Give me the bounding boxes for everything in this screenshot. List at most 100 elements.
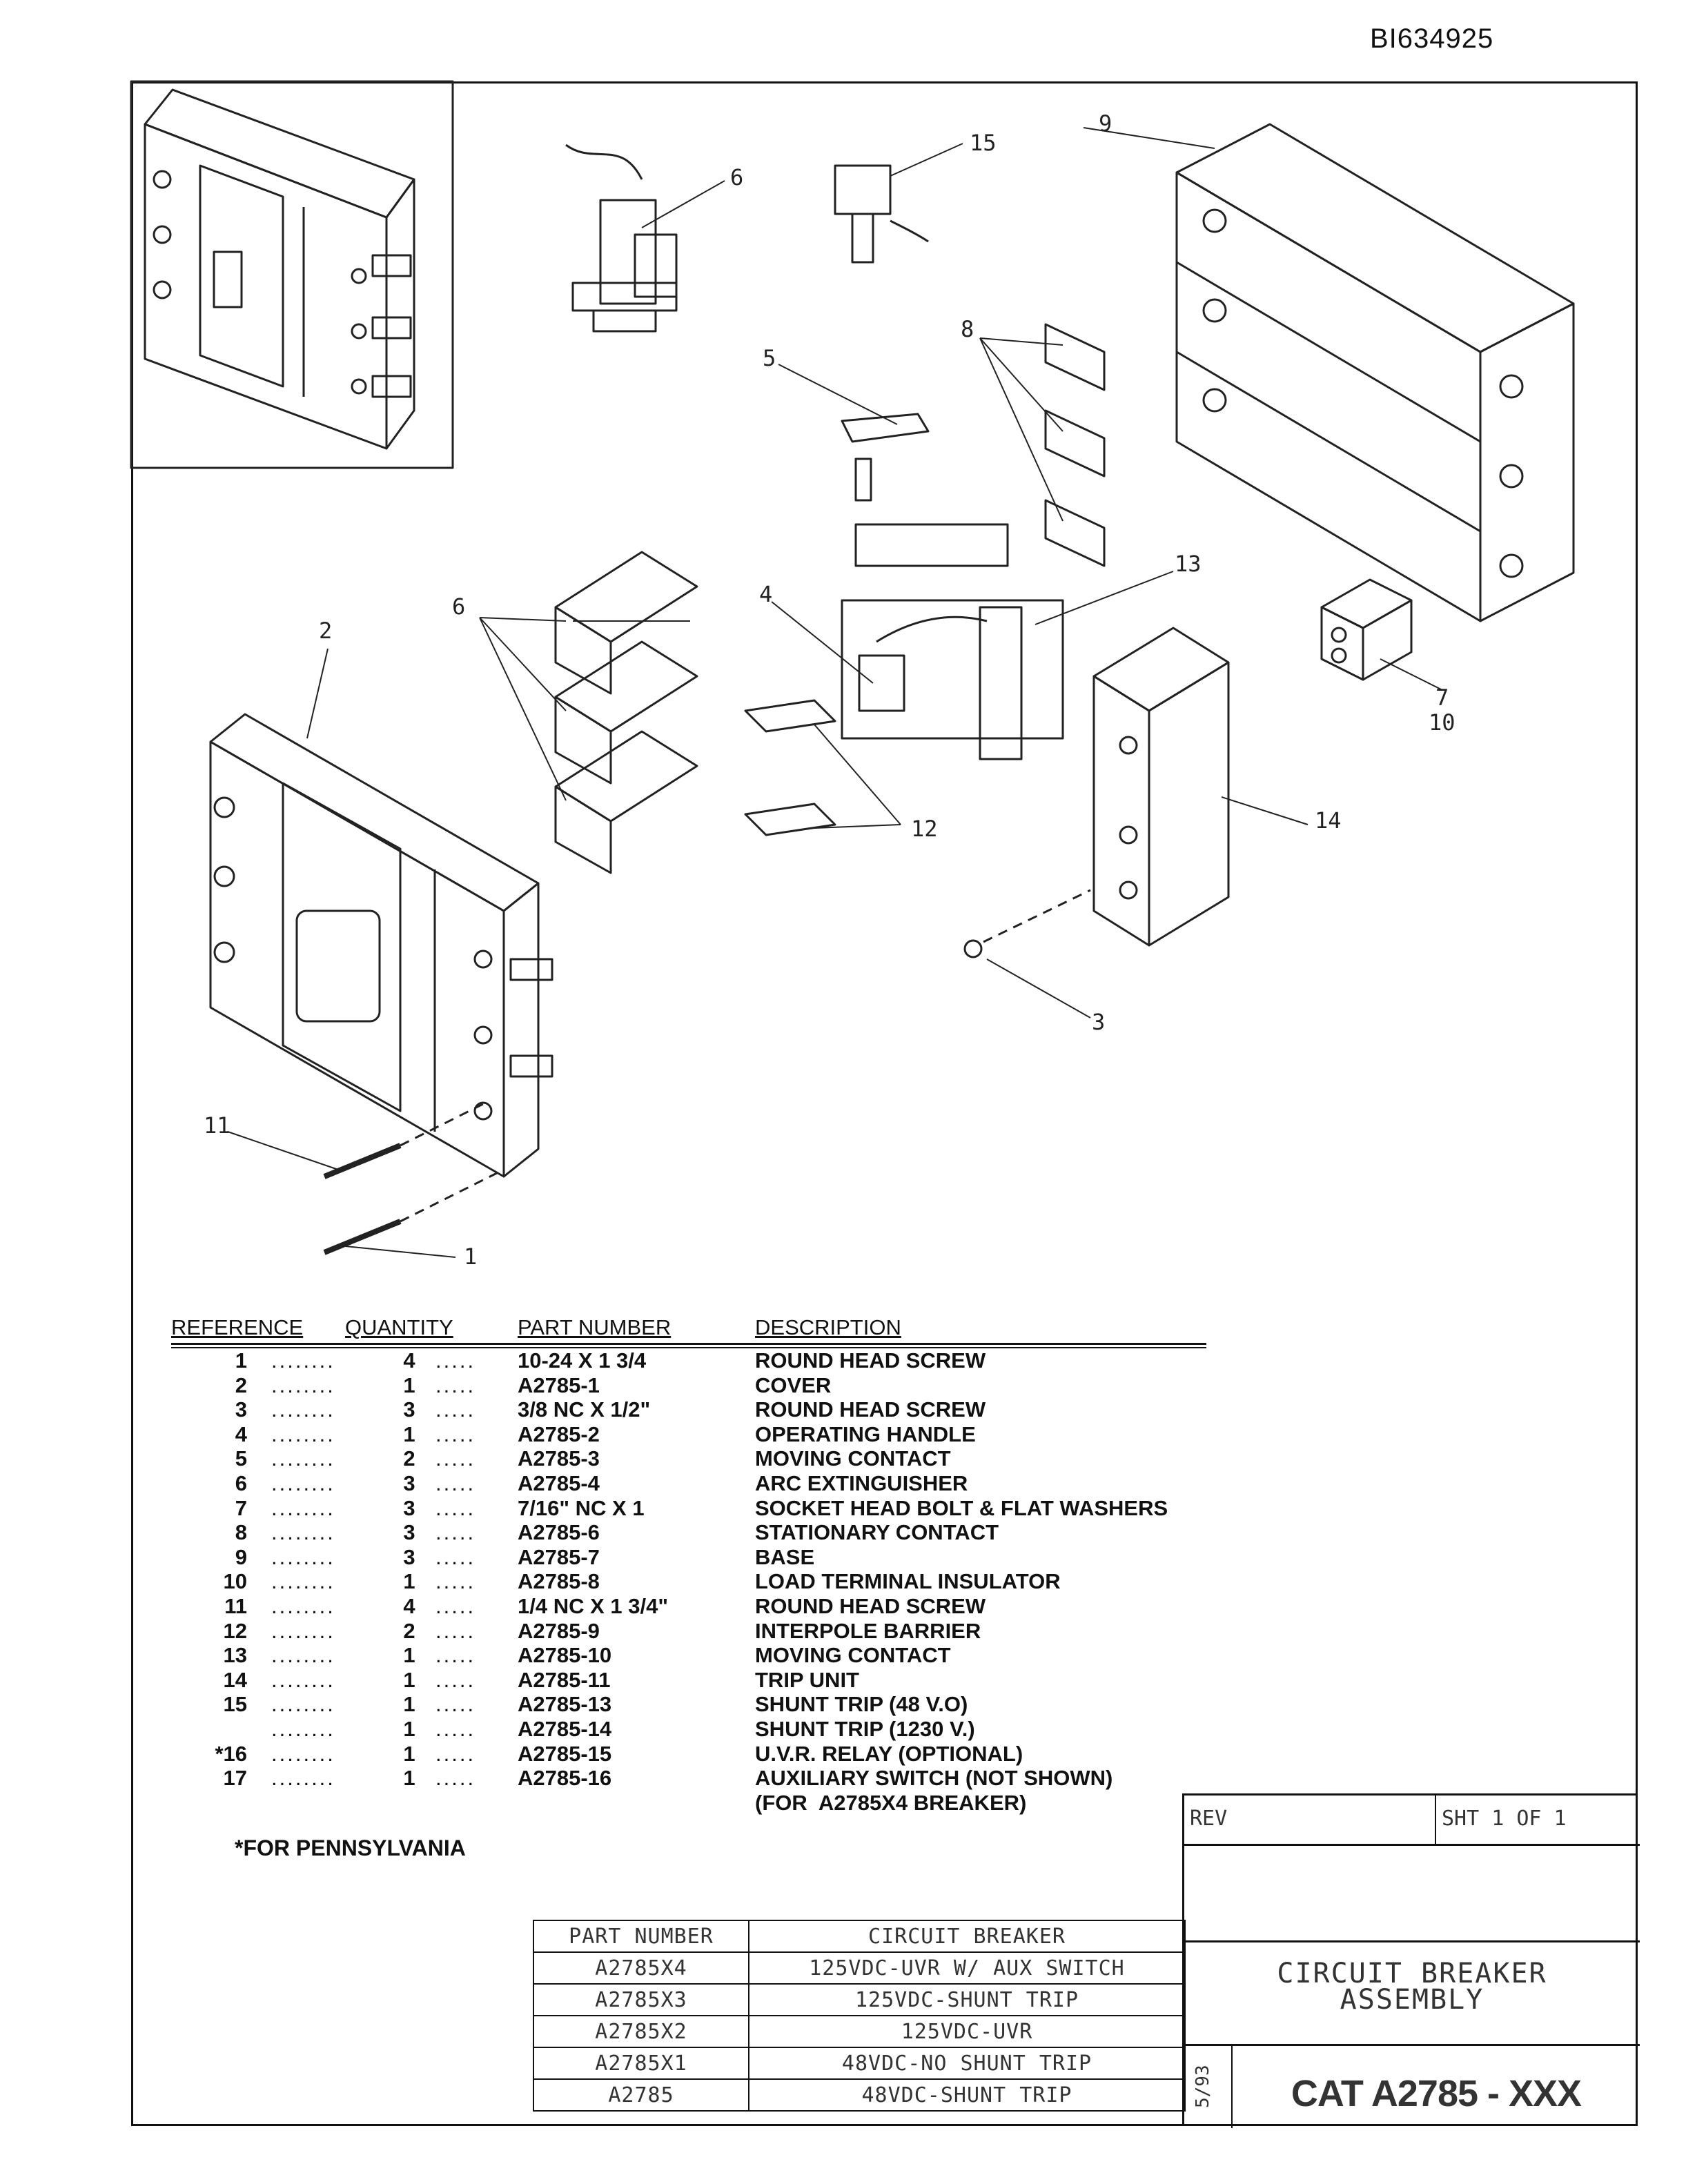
trip-unit-part-14	[1092, 627, 1230, 947]
load-terminal-insulator-part-10	[1320, 578, 1413, 681]
parts-part-number: 7/16" NC X 1	[518, 1495, 645, 1520]
dot-leader: ........	[271, 1716, 335, 1741]
dot-leader: ........	[271, 1544, 335, 1569]
catalog-part-number: A2785X3	[533, 1983, 749, 2016]
parts-ref: 9	[235, 1544, 247, 1569]
dot-leader: ........	[271, 1643, 335, 1668]
parts-ref: 11	[224, 1593, 247, 1618]
parts-ref: 13	[223, 1643, 247, 1668]
parts-ref: 5	[235, 1446, 247, 1471]
dot-leader: ........	[271, 1618, 335, 1643]
parts-part-number: A2785-8	[518, 1569, 600, 1594]
dot-leader: ........	[271, 1741, 335, 1766]
stationary-contacts-part-8	[1044, 323, 1106, 567]
parts-qty: 4	[403, 1593, 415, 1618]
parts-description: ROUND HEAD SCREW	[755, 1593, 986, 1618]
parts-qty: 3	[403, 1495, 415, 1520]
screw-part-3	[963, 889, 1091, 958]
parts-part-number: A2785-13	[518, 1692, 612, 1717]
callout-13: 13	[1175, 551, 1202, 577]
dot-leader: .....	[435, 1593, 476, 1618]
dot-leader: .....	[435, 1618, 476, 1643]
title-block: REV SHT 1 OF 1 CIRCUIT BREAKER ASSEMBLY …	[1182, 1793, 1640, 2128]
arc-extinguishers-part-6	[554, 551, 698, 874]
parts-description: OPERATING HANDLE	[755, 1421, 976, 1446]
callout-15: 15	[970, 130, 997, 156]
drawing-frame	[131, 81, 1638, 2126]
callout-16-label: 6	[730, 164, 743, 190]
parts-ref: 15	[223, 1692, 247, 1717]
parts-qty: 1	[403, 1692, 415, 1717]
callout-4: 4	[759, 581, 772, 607]
parts-description: ROUND HEAD SCREW	[755, 1397, 986, 1422]
catalog-header-circuit-breaker: CIRCUIT BREAKER	[748, 1920, 1186, 1953]
callout-11: 11	[204, 1112, 231, 1139]
parts-description: ROUND HEAD SCREW	[755, 1348, 986, 1373]
dot-leader: .....	[435, 1544, 476, 1569]
dot-leader: ........	[271, 1397, 335, 1422]
dot-leader: ........	[271, 1470, 335, 1495]
parts-ref: 12	[223, 1618, 247, 1643]
dot-leader: .....	[435, 1397, 476, 1422]
parts-description: U.V.R. RELAY (OPTIONAL)	[755, 1741, 1023, 1766]
callout-9: 9	[1099, 110, 1112, 137]
dot-leader: .....	[435, 1741, 476, 1766]
parts-ref: *16	[215, 1741, 247, 1766]
catalog-description: 125VDC-SHUNT TRIP	[748, 1983, 1186, 2016]
parts-part-number: A2785-7	[518, 1544, 600, 1569]
parts-part-number: A2785-2	[518, 1421, 600, 1446]
parts-part-number: A2785-16	[518, 1766, 612, 1791]
parts-ref: 1	[235, 1348, 247, 1373]
parts-part-number: 10-24 X 1 3/4	[518, 1348, 647, 1373]
dot-leader: ........	[271, 1692, 335, 1717]
sheet-cell: SHT 1 OF 1	[1436, 1796, 1640, 1846]
screw-part-1	[323, 1172, 498, 1255]
parts-list-row: 7 3 7/16" NC X 1 SOCKET HEAD BOLT & FLAT WA…	[171, 1496, 1206, 1521]
callout-8: 8	[961, 316, 974, 342]
parts-description: MOVING CONTACT	[755, 1643, 951, 1668]
callout-14: 14	[1315, 807, 1342, 834]
title-line-2: ASSEMBLY	[1340, 1984, 1484, 2016]
catalog-part-number: A2785X4	[533, 1951, 749, 1985]
parts-ref: 7	[235, 1495, 247, 1520]
parts-description: SOCKET HEAD BOLT & FLAT WASHERS	[755, 1495, 1168, 1520]
dot-leader: .....	[435, 1373, 476, 1397]
parts-part-number: A2785-15	[518, 1741, 612, 1766]
catalog-description: 125VDC-UVR	[748, 2015, 1186, 2048]
dot-leader: ........	[271, 1520, 335, 1545]
parts-qty: 2	[403, 1446, 415, 1471]
parts-list-row: (FOR A2785X4 BREAKER)	[171, 1791, 1206, 1816]
dot-leader: .....	[435, 1520, 476, 1545]
title-line-1: CIRCUIT BREAKER	[1277, 1958, 1547, 1989]
catalog-header-row: PART NUMBER CIRCUIT BREAKER	[533, 1920, 1186, 1953]
interpole-barriers-part-12	[744, 699, 836, 836]
catalog-description: 48VDC-SHUNT TRIP	[748, 2078, 1186, 2112]
parts-qty: 1	[403, 1716, 415, 1741]
parts-description: TRIP UNIT	[755, 1667, 859, 1692]
rev-cell: REV	[1184, 1796, 1436, 1846]
dot-leader: .....	[435, 1692, 476, 1717]
parts-qty: 1	[403, 1766, 415, 1791]
shunt-trip-part-15	[834, 164, 929, 264]
uvr-relay-part-16	[565, 144, 678, 333]
dot-leader: ........	[271, 1569, 335, 1594]
parts-description: AUXILIARY SWITCH (NOT SHOWN)	[755, 1766, 1113, 1791]
parts-ref: 3	[235, 1397, 247, 1422]
leader-lines	[227, 127, 1443, 1258]
